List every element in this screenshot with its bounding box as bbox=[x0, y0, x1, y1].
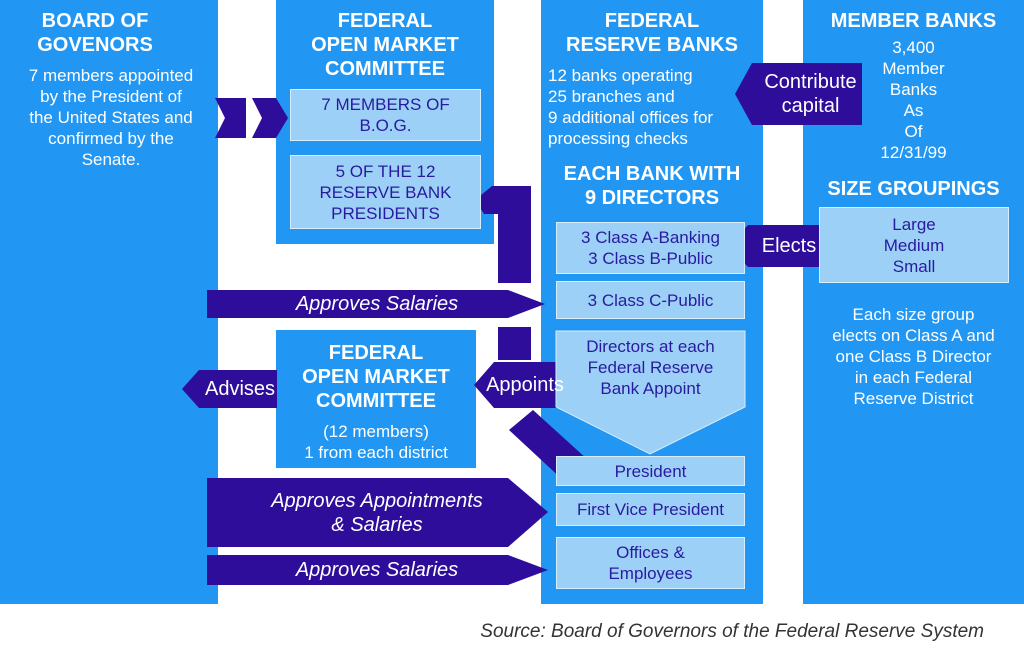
fomc-bog-members-box: 7 MEMBERS OF B.O.G. bbox=[290, 89, 481, 141]
size-groupings-title: SIZE GROUPINGS bbox=[827, 178, 1000, 200]
frb-title: FEDERAL RESERVE BANKS bbox=[566, 10, 738, 56]
class-ab-box: 3 Class A-Banking 3 Class B-Public bbox=[556, 222, 745, 274]
size-groups-box: Large Medium Small bbox=[819, 207, 1009, 283]
approves-appointments-arrow bbox=[207, 478, 548, 547]
fomc-bottom-text: (12 members) 1 from each district bbox=[304, 422, 448, 462]
bog-arrow-right bbox=[252, 98, 288, 138]
presidents-connector bbox=[498, 327, 531, 360]
source-caption: Source: Board of Governors of the Federa… bbox=[480, 621, 984, 642]
contribute-capital-label: Contribute capital bbox=[764, 71, 857, 117]
fomc-reserve-presidents-box: 5 OF THE 12 RESERVE BANK PRESIDENTS bbox=[290, 155, 481, 229]
elects-arrow bbox=[728, 225, 830, 267]
board-text: 7 members appointed by the President of … bbox=[28, 66, 194, 169]
approves-salaries-label-1: Approves Salaries bbox=[295, 293, 459, 315]
advises-arrow bbox=[182, 370, 277, 408]
appoints-arrow bbox=[474, 362, 575, 408]
fomc-bottom-box bbox=[276, 330, 476, 468]
contribute-capital-arrow bbox=[735, 63, 862, 125]
member-count: 3,400 Member Banks As Of 12/31/99 bbox=[880, 38, 947, 162]
directors-appoint-shape bbox=[555, 330, 746, 455]
offices-box: Offices & Employees bbox=[556, 537, 745, 589]
directors-appoint-text: Directors at each Federal Reserve Bank A… bbox=[586, 337, 715, 398]
approves-appointments-label: Approves Appointments & Salaries bbox=[271, 490, 483, 536]
board-title: BOARD OF GOVENORS bbox=[37, 10, 153, 56]
appoints-label: Appoints bbox=[486, 374, 564, 396]
presidents-bracket bbox=[475, 186, 531, 283]
approves-salaries-arrow-2 bbox=[207, 555, 548, 585]
directors-title: EACH BANK WITH 9 DIRECTORS bbox=[563, 163, 741, 209]
first-vp-box: First Vice President bbox=[556, 493, 745, 526]
bog-arrow-left bbox=[215, 98, 246, 138]
elects-label: Elects bbox=[761, 235, 817, 257]
approves-salaries-label-2: Approves Salaries bbox=[295, 559, 459, 581]
class-c-box: 3 Class C-Public bbox=[556, 281, 745, 319]
frb-text: 12 banks operating 25 branches and 9 add… bbox=[548, 66, 714, 148]
approves-salaries-arrow-1 bbox=[207, 290, 545, 318]
size-group-text: Each size group elects on Class A and on… bbox=[832, 305, 995, 408]
president-box: President bbox=[556, 456, 745, 486]
fomc-top-title: FEDERAL OPEN MARKET COMMITTEE bbox=[311, 10, 459, 80]
advises-label: Advises bbox=[204, 378, 276, 400]
member-title: MEMBER BANKS bbox=[830, 10, 997, 32]
fomc-bottom-title: FEDERAL OPEN MARKET COMMITTEE bbox=[302, 342, 450, 412]
board-column bbox=[0, 0, 218, 604]
